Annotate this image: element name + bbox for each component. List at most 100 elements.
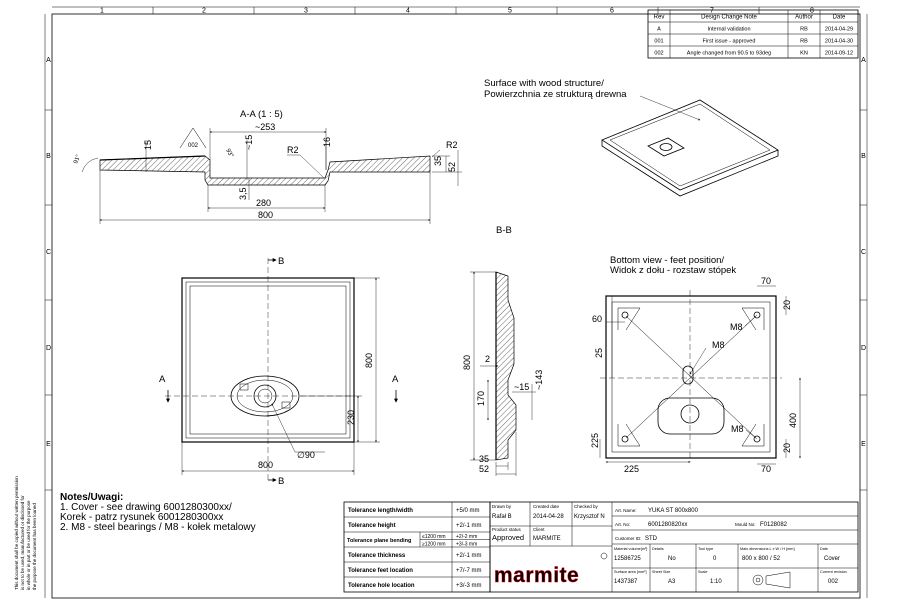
dim-70-bottom: 70 xyxy=(761,464,771,474)
dim-16: 16 xyxy=(322,137,332,147)
date-value: Cover xyxy=(824,556,840,562)
scale-label: Scale xyxy=(698,570,708,574)
revision-label: Current revision xyxy=(820,570,847,574)
surface-value: 1437387 xyxy=(614,579,638,585)
tol-value-4: +2/-1 mm xyxy=(456,553,482,559)
rev-row-1-rev: A xyxy=(657,27,661,33)
notes-title: Notes/Uwagi: xyxy=(60,492,123,503)
created-value: 2014-04-28 xyxy=(533,514,564,520)
top-view-b-top: B xyxy=(278,256,284,267)
dim-60: 60 xyxy=(592,314,602,324)
tol-value-5: +7/-7 mm xyxy=(456,568,482,574)
note-line-2: Korek - patrz rysunek 6001280300xx xyxy=(60,512,223,523)
surface-note-line-2: Powierzchnia ze strukturą drewna xyxy=(484,89,627,100)
revision-value: 002 xyxy=(828,579,839,585)
grid-row-c-left: C xyxy=(46,249,51,256)
grid-row-e-right: E xyxy=(861,441,866,448)
tol-name-5: Tolerance feet location xyxy=(348,568,413,574)
grid-row-b-right: B xyxy=(861,153,866,160)
dim-225-bottom: 225 xyxy=(624,464,639,474)
tolerance-table: Tolerance length/width +5/0 mm Tolerance… xyxy=(343,501,491,593)
customer-value: STD xyxy=(645,536,658,542)
bottom-view: Bottom view - feet position/ Widok z doł… xyxy=(590,255,801,474)
iso-drain xyxy=(647,137,685,157)
legal-line-1: This document shall be copied without wr… xyxy=(14,476,19,590)
client-label: Client xyxy=(533,527,545,532)
top-view-a-left: A xyxy=(159,374,166,385)
art-name-value: YUKA ST 800x800 xyxy=(648,508,699,514)
details-label: Details xyxy=(652,547,664,551)
rev-header-rev: Rev xyxy=(654,15,665,21)
rev-row-2-rev: 001 xyxy=(654,39,663,45)
isometric-view: Surface with wood structure/ Powierzchni… xyxy=(484,78,779,197)
rev-row-2-author: RB xyxy=(800,39,808,45)
checked-label: Checked by xyxy=(574,504,599,509)
client-value: MARMITE xyxy=(533,536,561,542)
dim-230: 230 xyxy=(346,410,356,425)
dim-2-bb: 2 xyxy=(485,354,490,364)
revision-table: Rev Design Change Note Author Date A Int… xyxy=(647,9,859,59)
rev-header-author: Author xyxy=(795,15,813,21)
art-no-label: Art. No: xyxy=(615,522,630,527)
date-label: Date xyxy=(820,547,828,551)
drawn-by-value: Rafał B xyxy=(492,514,512,520)
grid-col-1: 1 xyxy=(100,8,104,15)
section-bb-title: B-B xyxy=(496,225,512,236)
dim-angle-91: 91° xyxy=(73,154,82,165)
drain-frame xyxy=(230,375,300,417)
dim-35-right: 35 xyxy=(433,156,443,166)
dim-3-5: 3,5 xyxy=(238,187,248,200)
dim-800-top-height: 800 xyxy=(364,353,374,368)
grid-row-d-right: D xyxy=(861,345,866,352)
dim-800-aa: 800 xyxy=(258,210,273,220)
drawn-by-label: Drawn by xyxy=(492,504,512,509)
grid-col-5: 5 xyxy=(508,8,512,15)
details-value: No xyxy=(668,556,676,562)
dim-170-bb: 170 xyxy=(476,391,486,406)
art-no-value: 6001280820xx xyxy=(648,522,687,528)
checked-value: Krzysztof N xyxy=(574,514,605,520)
m8-top: M8 xyxy=(730,322,743,332)
rev-row-1-author: RB xyxy=(800,27,808,33)
note-line-1: 1. Cover - see drawing 6001280300xx/ xyxy=(60,502,232,513)
dim-angle-93: 93° xyxy=(224,148,234,159)
section-bb-profile xyxy=(495,271,517,461)
projection-symbol-icon xyxy=(752,574,764,586)
foot-br xyxy=(753,435,761,443)
bottom-view-title-2: Widok z dołu - rozstaw stópek xyxy=(610,265,736,276)
marmite-logo: marmite xyxy=(494,564,579,587)
tol-value-6: +3/-3 mm xyxy=(456,583,482,589)
dim-70-top: 70 xyxy=(761,276,771,286)
rev-header-note: Design Change Note xyxy=(701,15,757,21)
material-value: 12586725 xyxy=(614,556,641,562)
border-frame xyxy=(44,6,868,599)
mould-label: Mould No: xyxy=(735,522,756,527)
bottom-center-foot xyxy=(682,365,694,385)
tooltype-label: Tool type xyxy=(698,547,713,551)
bottom-view-outline xyxy=(605,295,777,459)
registered-mark-icon xyxy=(600,552,608,560)
title-block: Drawn by Rafał B Created date 2014-04-28… xyxy=(489,501,859,593)
grid-row-labels: A B C D E A B C D E xyxy=(46,57,866,448)
bottom-view-title-1: Bottom view - feet position/ xyxy=(610,255,724,266)
grid-row-c-right: C xyxy=(861,249,866,256)
product-status-label: Product status xyxy=(492,527,522,532)
dim-15-left: 15 xyxy=(143,140,153,150)
grid-row-d-left: D xyxy=(46,345,51,352)
rev-row-3-date: 2014-09-12 xyxy=(825,51,853,57)
scale-value: 1:10 xyxy=(710,579,722,585)
grid-col-4: 4 xyxy=(406,8,410,15)
dim-800-bb: 800 xyxy=(462,355,472,370)
mould-value: F0128082 xyxy=(760,522,788,528)
grid-row-a-left: A xyxy=(46,57,51,64)
legal-line-3: in whole or in part or be used for the p… xyxy=(26,500,31,590)
tol-value-3a: +2/-2 mm xyxy=(456,534,477,540)
side-legal-text: This document shall be copied without wr… xyxy=(14,476,37,590)
foot-tr xyxy=(753,311,761,319)
grid-column-labels: 1 2 3 4 5 6 7 8 xyxy=(100,8,814,15)
tol-name-6: Tolerance hole location xyxy=(348,583,415,589)
dim-280: 280 xyxy=(256,198,271,208)
section-bb-view: B-B 800 2 170 ~15 ~143 35 52 xyxy=(462,225,544,476)
material-label: Material volume[m³] xyxy=(614,547,647,551)
